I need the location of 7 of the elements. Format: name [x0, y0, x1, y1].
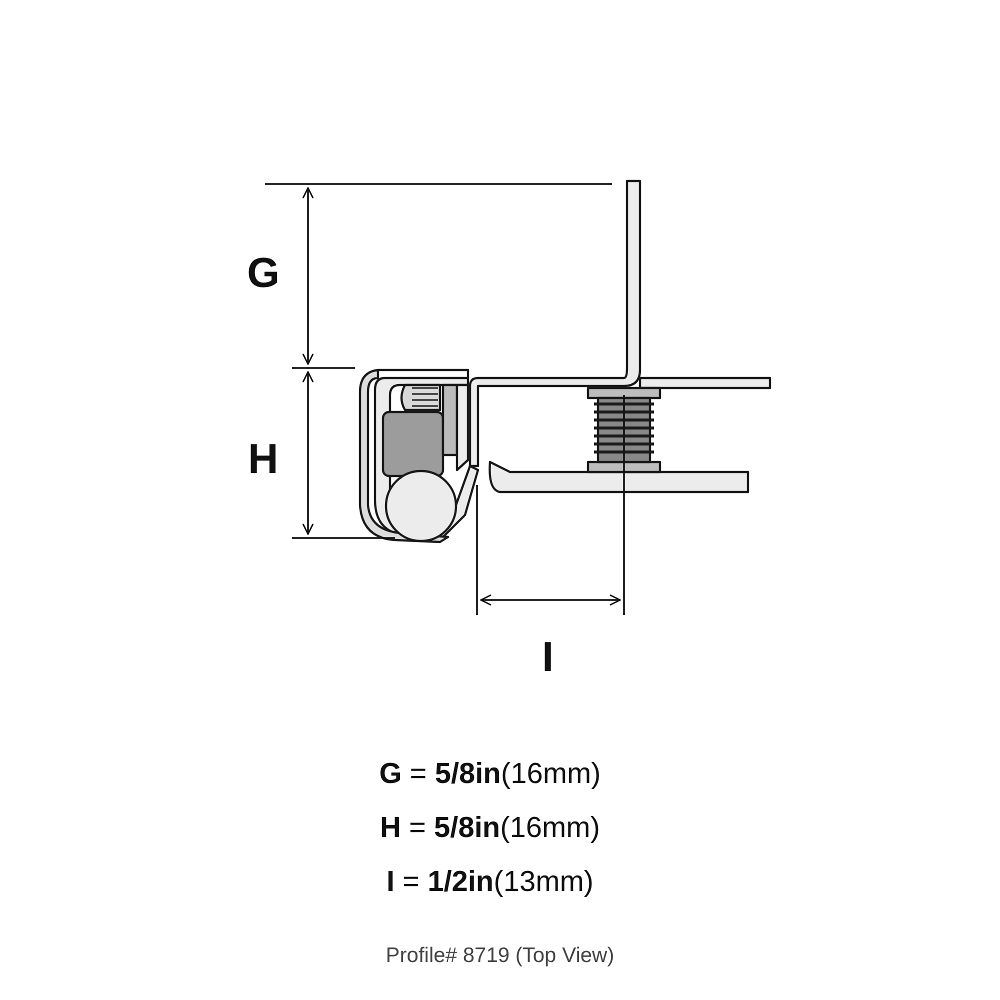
- dimension-value: I = 1/2in(13mm): [385, 868, 595, 897]
- dimension-letter: G: [247, 252, 280, 294]
- dimension-value: G = 5/8in(16mm): [378, 760, 602, 789]
- dimension-letter: H: [248, 438, 278, 480]
- dimension-letter: I: [542, 636, 554, 678]
- dimension-value: H = 5/8in(16mm): [379, 814, 601, 843]
- caption: Profile# 8719 (Top View): [384, 944, 616, 968]
